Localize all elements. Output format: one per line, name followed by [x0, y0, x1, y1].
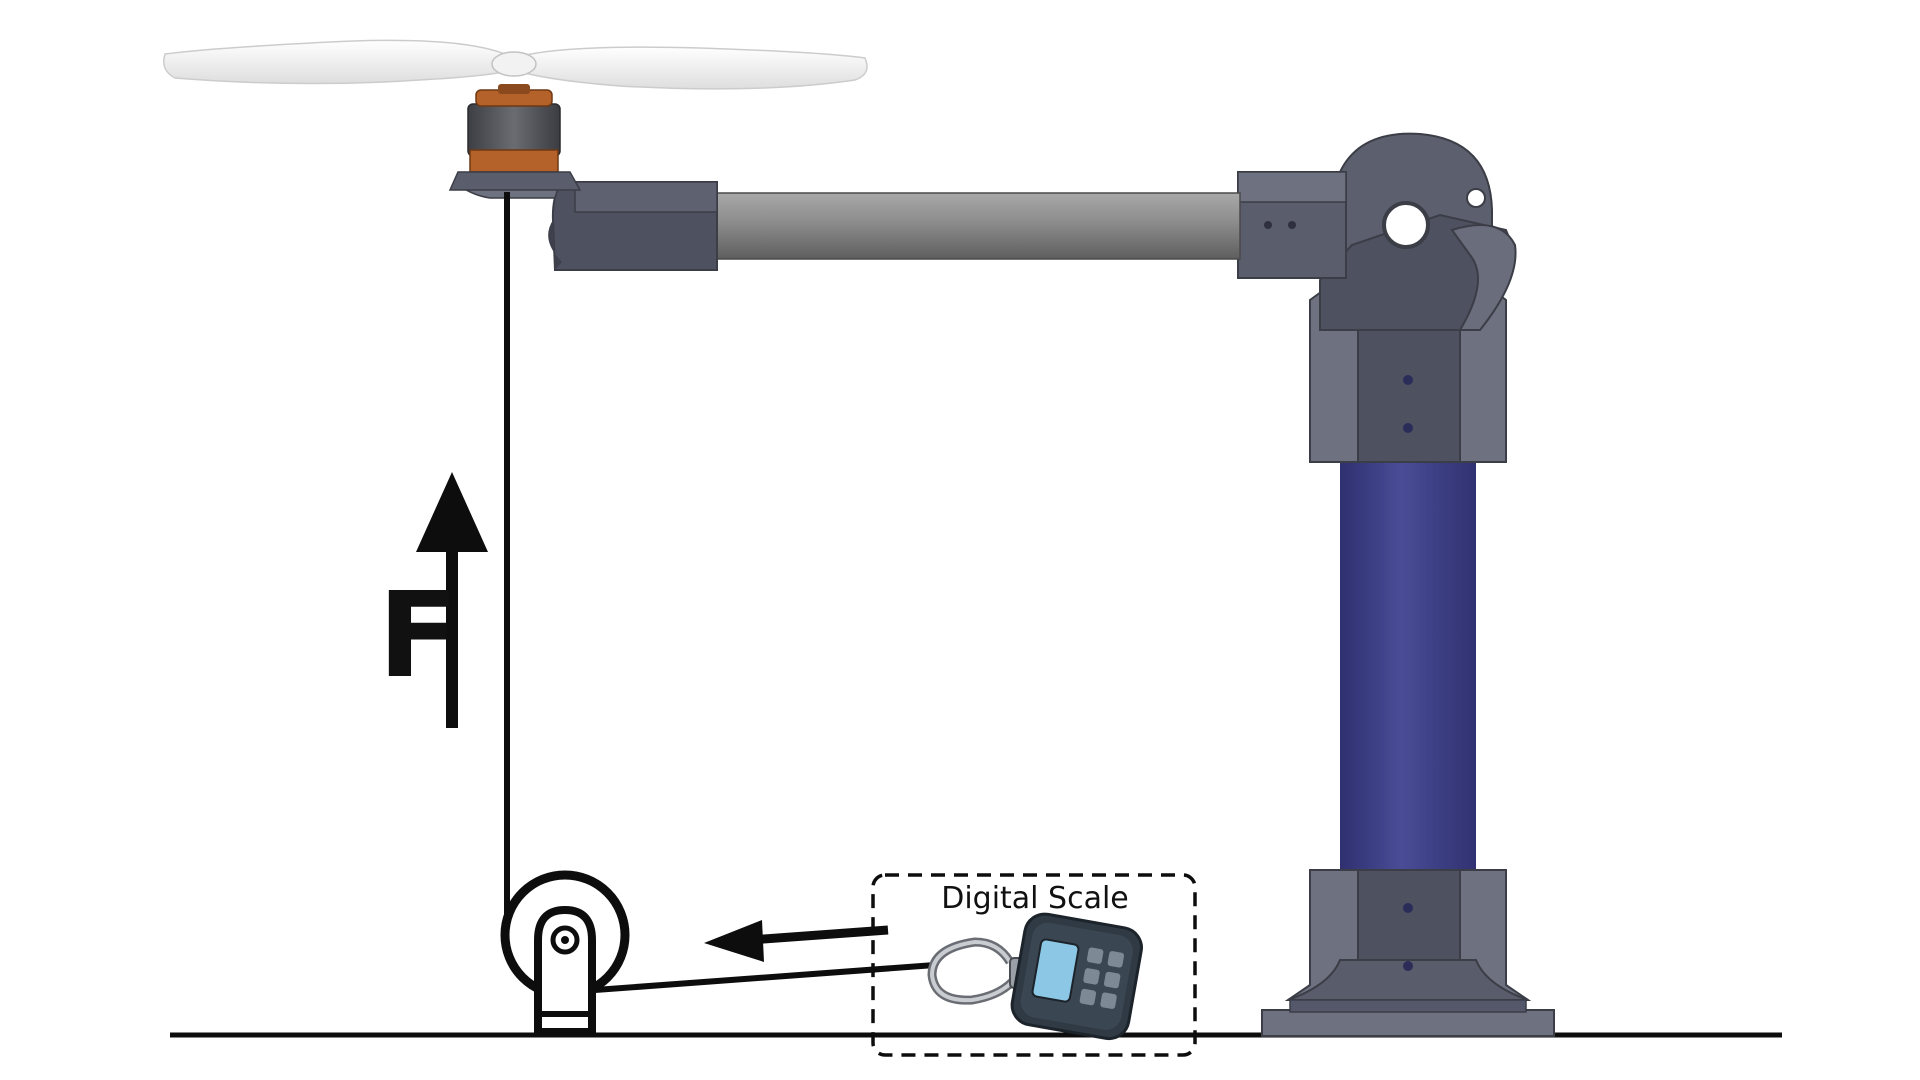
- tower-base: [1261, 869, 1555, 1037]
- propeller-icon: [163, 39, 868, 90]
- arrow-left-icon: [704, 920, 889, 962]
- arrow-up-icon: [416, 472, 488, 728]
- tower: [1237, 132, 1555, 1037]
- elbow-joint: [1237, 132, 1517, 331]
- digital-scale-box: [871, 873, 1197, 1057]
- motor-icon: [448, 84, 582, 191]
- arm-tube: [714, 192, 1241, 260]
- pulley-icon: [500, 870, 630, 1036]
- motor-bracket: [452, 181, 718, 271]
- tether-line-to-scale: [594, 962, 936, 993]
- digital-scale-label: Digital Scale: [941, 881, 1129, 916]
- tower-column: [1340, 460, 1476, 875]
- digital-scale-icon: [927, 912, 1143, 1041]
- force-label: F: [378, 566, 459, 704]
